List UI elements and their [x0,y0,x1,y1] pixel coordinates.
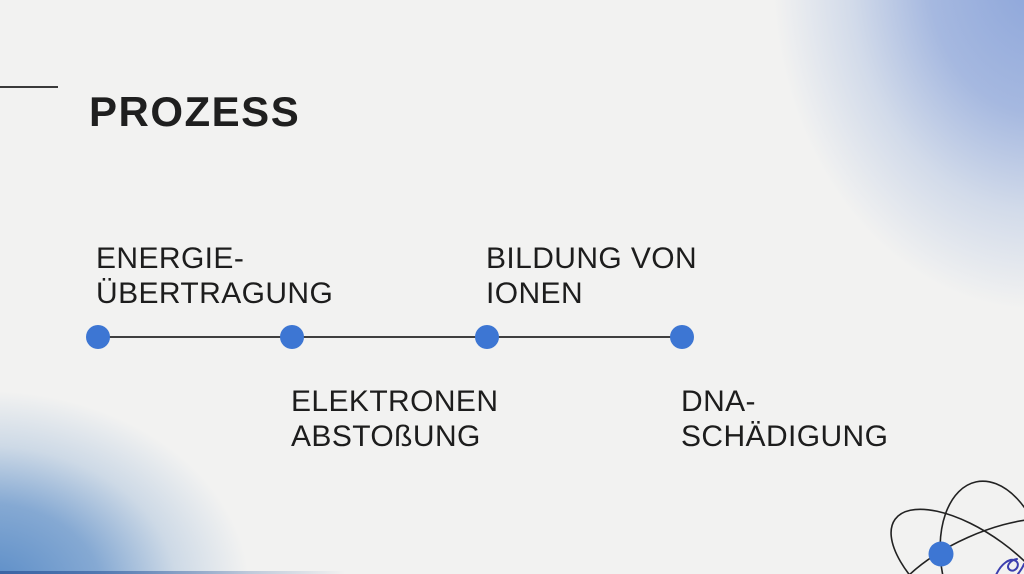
milestone-label-dna-schaedigung: DNA- SCHÄDIGUNG [681,385,889,453]
corner-gradient-top-right [684,0,1024,420]
title-rule-line [0,86,58,88]
electron-dot [928,541,954,567]
atom-orbits-doodle [888,480,1024,574]
milestone-label-elektronen-abstossung: ELEKTRONEN ABSTOßUNG [291,385,499,453]
page-title: PROZESS [89,88,301,136]
timeline-dot-4 [670,325,694,349]
timeline-line [98,336,682,338]
timeline-dot-3 [475,325,499,349]
timeline-dot-2 [280,325,304,349]
pen-scribble [995,558,1024,574]
milestone-label-bildung-von-ionen: BILDUNG VON IONEN [486,242,698,310]
timeline-dot-1 [86,325,110,349]
milestone-label-energie-uebertragung: ENERGIE- ÜBERTRAGUNG [96,242,334,310]
